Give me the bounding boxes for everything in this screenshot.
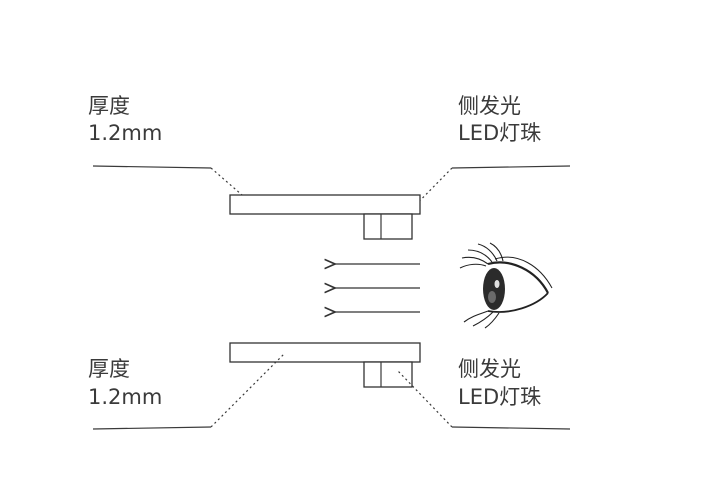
- bottom-led-bead: [363, 361, 413, 388]
- bottom-led-label: 侧发光 LED灯珠: [458, 357, 541, 409]
- eye-icon: [459, 242, 553, 329]
- bottom-led-subtitle: LED灯珠: [458, 385, 541, 409]
- bottom-thickness-label: 厚度 1.2mm: [88, 357, 162, 409]
- bottom-thickness-value: 1.2mm: [88, 385, 162, 409]
- top-thickness-value: 1.2mm: [88, 121, 162, 145]
- top-light-guide-panel: [229, 194, 421, 215]
- top-right-leader: [394, 167, 453, 227]
- top-led-subtitle: LED灯珠: [458, 121, 541, 145]
- bottom-light-guide-panel: [229, 342, 421, 363]
- top-thickness-title: 厚度: [88, 94, 130, 118]
- bottom-right-leader: [397, 370, 453, 428]
- top-led-title: 侧发光: [458, 94, 521, 118]
- top-thickness-label: 厚度 1.2mm: [88, 94, 162, 145]
- bottom-right-underline: [451, 426, 571, 430]
- top-led-bead: [363, 213, 413, 240]
- top-right-underline: [451, 165, 571, 169]
- light-direction-arrows: [335, 264, 420, 312]
- top-left-underline: [92, 165, 212, 169]
- bottom-led-title: 侧发光: [458, 357, 521, 381]
- bottom-left-leader: [210, 352, 286, 428]
- bottom-thickness-title: 厚度: [88, 357, 130, 381]
- top-led-label: 侧发光 LED灯珠: [458, 94, 541, 145]
- bottom-left-underline: [92, 426, 212, 430]
